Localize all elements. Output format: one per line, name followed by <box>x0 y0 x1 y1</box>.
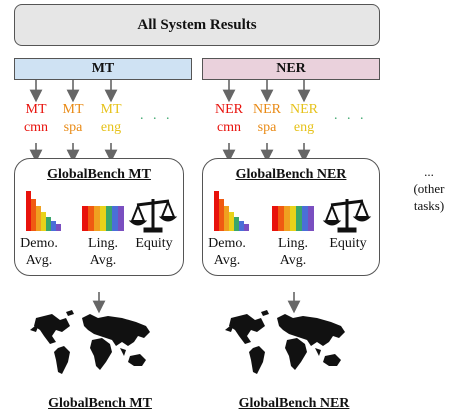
lang-code-label: eng <box>293 120 315 135</box>
globalbench-mt-panel: GlobalBench MT <box>14 158 184 276</box>
lang-ner-spa: NER spa <box>249 101 285 137</box>
world-map-icon-ner <box>225 310 345 374</box>
scales-icon <box>322 199 372 233</box>
lang-code-label: eng <box>100 120 122 135</box>
ling-label-line2: Avg. <box>279 253 307 268</box>
ling-avg-label: Ling. Avg. <box>81 235 125 269</box>
panel-title-ner: GlobalBench NER <box>235 167 347 182</box>
other-tasks-note: ... (other tasks) <box>402 163 456 214</box>
lang-task-label: MT <box>25 102 47 117</box>
panel-mt-graphics <box>26 191 178 233</box>
ling-label-line2: Avg. <box>89 253 117 268</box>
lang-task-label: MT <box>62 102 84 117</box>
task-label-mt: MT <box>91 61 115 76</box>
demo-label-line2: Avg. <box>25 253 53 268</box>
all-system-results-title: All System Results <box>137 16 257 33</box>
lang-code-label: spa <box>63 120 83 135</box>
ling-label-line1: Ling. <box>88 236 118 251</box>
demo-label-line1: Demo. <box>20 236 58 251</box>
footer-label-mt: GlobalBench MT <box>48 396 152 411</box>
ling-bar-chart-icon <box>272 206 314 231</box>
ling-bar-chart-icon <box>82 206 124 231</box>
lang-task-label: NER <box>253 102 281 117</box>
lang-mt-spa: MT spa <box>57 101 89 137</box>
lang-ner-eng: NER eng <box>286 101 322 137</box>
globalbench-ner-panel: GlobalBench NER <box>202 158 380 276</box>
world-map-icon-mt <box>30 310 150 374</box>
lang-code-label: spa <box>257 120 277 135</box>
footer-label-ner: GlobalBench NER <box>238 396 350 411</box>
other-tasks-line1: ... <box>424 164 434 179</box>
demo-bar-chart-icon <box>26 191 61 231</box>
demo-label-line1: Demo. <box>208 236 246 251</box>
task-bar-ner: NER <box>202 58 380 80</box>
panel-title-mt: GlobalBench MT <box>47 167 151 182</box>
ling-label-line1: Ling. <box>278 236 308 251</box>
demo-label-line2: Avg. <box>213 253 241 268</box>
other-tasks-line2: (other <box>413 181 445 196</box>
lang-mt-cmn: MT cmn <box>20 101 52 137</box>
task-bar-mt: MT <box>14 58 192 80</box>
lang-mt-eng: MT eng <box>95 101 127 137</box>
scales-icon <box>128 199 178 233</box>
lang-ner-cmn: NER cmn <box>210 101 248 137</box>
demo-bar-chart-icon <box>214 191 249 231</box>
lang-task-label: MT <box>100 102 122 117</box>
more-langs-ellipsis-ner: . . . <box>334 108 367 123</box>
equity-label: Equity <box>135 236 173 251</box>
other-tasks-line3: tasks) <box>413 198 445 213</box>
demo-avg-label: Demo. Avg. <box>19 235 59 269</box>
lang-task-label: NER <box>215 102 243 117</box>
equity-label: Equity <box>329 236 367 251</box>
all-system-results-box: All System Results <box>14 4 380 46</box>
demo-avg-label: Demo. Avg. <box>207 235 247 269</box>
lang-code-label: cmn <box>216 120 242 135</box>
lang-code-label: cmn <box>23 120 49 135</box>
more-langs-ellipsis-mt: . . . <box>140 108 173 123</box>
lang-task-label: NER <box>290 102 318 117</box>
task-label-ner: NER <box>276 61 306 76</box>
panel-ner-graphics <box>214 191 372 233</box>
ling-avg-label: Ling. Avg. <box>271 235 315 269</box>
